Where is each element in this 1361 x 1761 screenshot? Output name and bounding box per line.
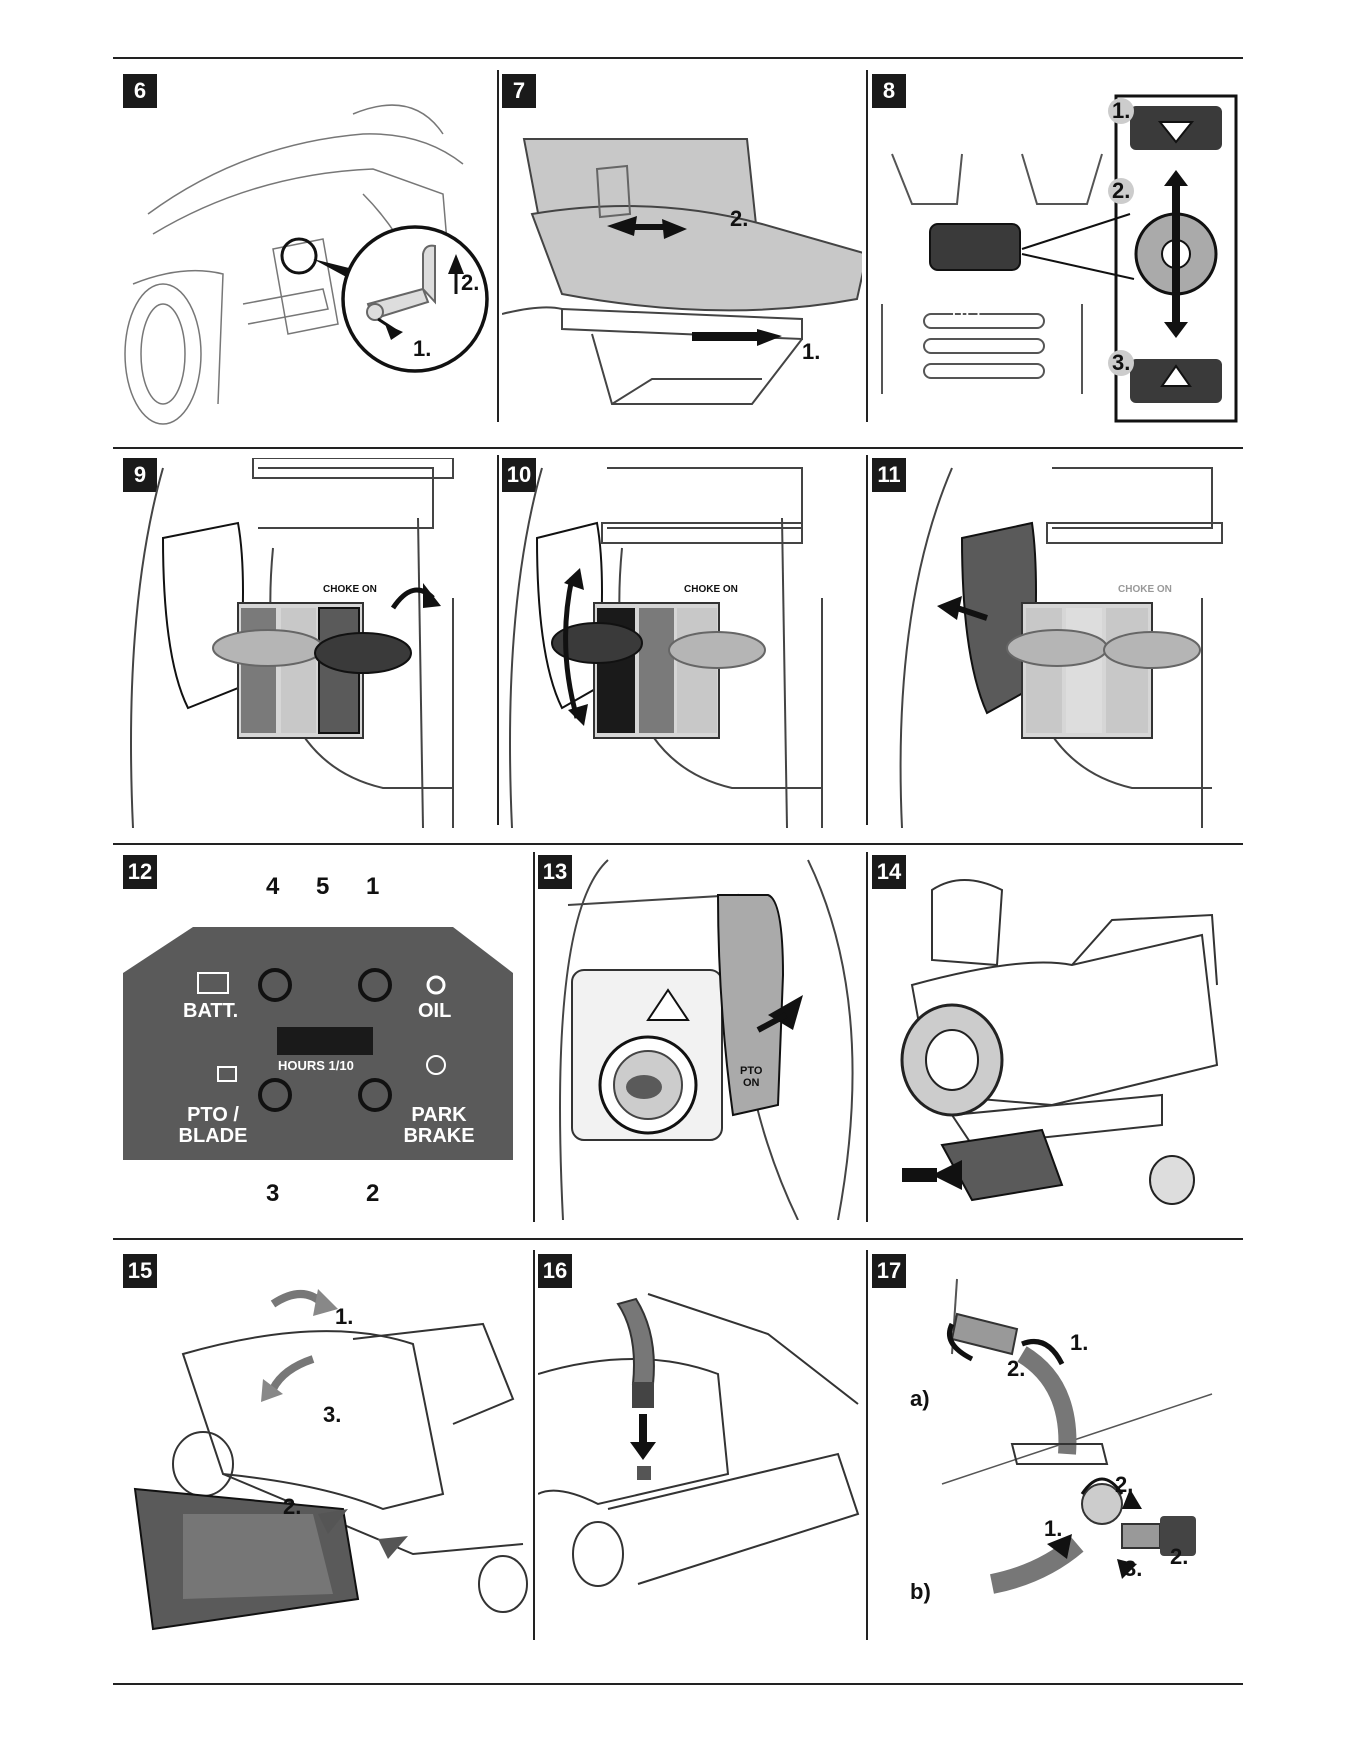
figure-14: 14 — [872, 855, 1242, 1220]
figure-10: 10 CHOKE ON — [502, 458, 862, 828]
blade-line: BLADE — [173, 1126, 253, 1147]
step-label: 1. — [335, 1304, 353, 1330]
step-label: 2. — [461, 270, 479, 296]
row-rule-3 — [113, 1238, 1243, 1240]
grass-bag-illustration — [123, 1254, 528, 1642]
figure-16: 16 — [538, 1254, 862, 1642]
callout-5: 5 — [316, 873, 329, 901]
step-label: 1. — [1070, 1330, 1088, 1356]
figure-8: 8 TILT TILT TILT 1. 2. 3. — [872, 74, 1242, 429]
col-rule-r3b — [866, 852, 868, 1222]
pto-blade-label: PTO / BLADE — [173, 1105, 253, 1147]
step-label: 1. — [1044, 1516, 1062, 1542]
col-rule-r3a — [533, 852, 535, 1222]
col-rule-r4a — [533, 1250, 535, 1640]
pto-line: PTO / — [173, 1105, 253, 1126]
pto-line: PTO — [740, 1065, 762, 1077]
row-rule-1 — [113, 447, 1243, 449]
figure-12: 12 4 5 1 3 2 BATT. OIL HOURS 1/10 PTO / … — [123, 855, 528, 1220]
step-label: 2. — [1007, 1356, 1025, 1382]
step-label: 1. — [802, 339, 820, 365]
step-label: 2. — [1115, 1472, 1133, 1498]
col-rule-r2b — [866, 455, 868, 825]
callout-3: 3 — [266, 1180, 279, 1208]
choke-on-label: CHOKE ON — [1118, 584, 1172, 595]
figure-17: 17 1. 2. 1. 2. 2. 3. a) b) — [872, 1254, 1242, 1642]
throttle-choke-illustration — [502, 458, 862, 828]
sub-figure-b: b) — [910, 1579, 931, 1605]
brake-line: BRAKE — [399, 1126, 479, 1147]
dashboard-panel — [123, 855, 528, 1220]
sub-figure-a: a) — [910, 1386, 930, 1412]
hours-label: HOURS 1/10 — [278, 1059, 354, 1073]
seat-adjust-illustration — [502, 74, 862, 429]
step-label: 3. — [1124, 1556, 1142, 1582]
oil-label: OIL — [418, 1001, 451, 1022]
callout-4: 4 — [266, 873, 279, 901]
tilt-dash-illustration — [872, 74, 1242, 429]
tilt-button-text-top: TILT — [1134, 184, 1164, 196]
step-label: 3. — [323, 1402, 341, 1428]
figure-6: 6 1. 2. — [123, 74, 493, 429]
figure-15: 15 1. 2. 3. — [123, 1254, 528, 1642]
batt-label: BATT. — [183, 1001, 238, 1022]
col-rule-r1a — [497, 70, 499, 422]
figure-7: 7 1. 2. — [502, 74, 862, 429]
step-label: 1. — [413, 336, 431, 362]
choke-on-label: CHOKE ON — [684, 584, 738, 595]
choke-on-label: CHOKE ON — [323, 584, 377, 595]
throttle-choke-illustration — [123, 458, 493, 828]
step-label: 2. — [283, 1494, 301, 1520]
mower-deflector-illustration — [872, 855, 1242, 1220]
pto-on-label: PTO ON — [740, 1065, 762, 1089]
figure-13: 13 PTO ON — [538, 855, 862, 1220]
col-rule-r1b — [866, 70, 868, 422]
bottom-rule — [113, 1683, 1243, 1685]
step-label: 2. — [1170, 1544, 1188, 1570]
ignition-pto-illustration — [538, 855, 862, 1220]
hose-connect-illustration — [538, 1254, 862, 1642]
hitch-pin-illustration — [123, 74, 493, 429]
park-line: PARK — [399, 1105, 479, 1126]
col-rule-r2a — [497, 455, 499, 825]
top-rule — [113, 57, 1243, 59]
col-rule-r4b — [866, 1250, 868, 1640]
callout-1: 1 — [366, 873, 379, 901]
figure-9: 9 CHOKE ON — [123, 458, 493, 828]
step-label: 2. — [730, 206, 748, 232]
callout-2: 2 — [366, 1180, 379, 1208]
figure-11: 11 CHOKE ON — [872, 458, 1242, 828]
on-line: ON — [740, 1077, 762, 1089]
park-brake-label: PARK BRAKE — [399, 1105, 479, 1147]
row-rule-2 — [113, 843, 1243, 845]
lever-lock-illustration — [872, 458, 1242, 828]
tilt-button-text: TILT — [950, 306, 984, 321]
